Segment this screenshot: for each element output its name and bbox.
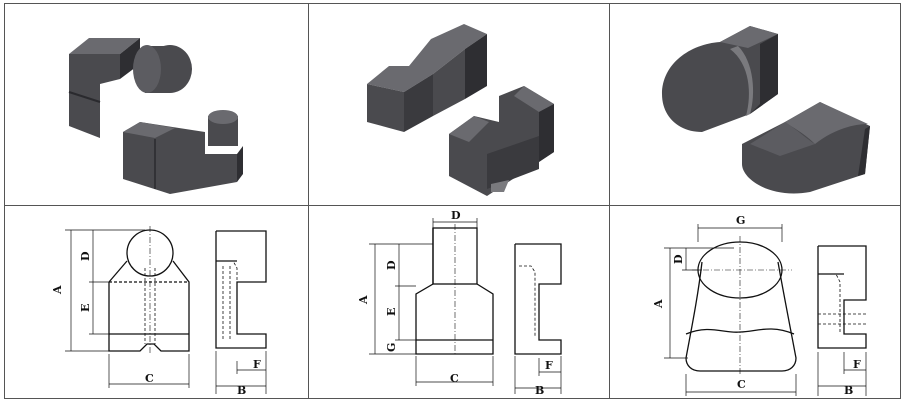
dim-E: E xyxy=(79,304,92,312)
render-core-1 xyxy=(5,4,308,205)
dim-G: G xyxy=(736,214,745,227)
table-border-left xyxy=(4,3,5,399)
dim-D: D xyxy=(79,251,92,261)
core1-front-face xyxy=(69,54,120,138)
dim-A: A xyxy=(51,285,64,295)
render-core-2 xyxy=(309,4,609,205)
dim-F: F xyxy=(853,358,861,371)
table-divider-2 xyxy=(609,3,610,399)
core2-top-face xyxy=(367,24,487,92)
parts-table: A D E C F B xyxy=(4,3,901,399)
dim-B: B xyxy=(535,384,544,397)
core1-top-face xyxy=(69,38,140,54)
core2-front-left xyxy=(367,84,404,132)
dim-A: A xyxy=(357,295,370,305)
core2-side xyxy=(465,34,487,99)
drawing-core-3: G A D C F B xyxy=(610,206,900,398)
dim-F: F xyxy=(545,359,553,372)
dim-C: C xyxy=(737,378,746,391)
dim-C: C xyxy=(145,372,154,385)
dim-B: B xyxy=(844,384,853,397)
table-border-top xyxy=(4,3,901,4)
drawing-core-1: A D E C F B xyxy=(5,206,308,398)
table-divider-row xyxy=(4,205,901,206)
core1-lower-front xyxy=(123,122,237,194)
table-border-right xyxy=(900,3,901,399)
dim-G: G xyxy=(385,343,398,352)
drawing-core-2: D A D E G C F B xyxy=(309,206,609,398)
dim-D: D xyxy=(385,260,398,270)
core1-side-face xyxy=(120,38,140,79)
dim-C: C xyxy=(450,372,459,385)
table-divider-1 xyxy=(308,3,309,399)
dim-D: D xyxy=(672,254,685,264)
dim-D-top: D xyxy=(451,209,461,222)
render-core-3 xyxy=(610,4,900,205)
core2-front-right xyxy=(433,49,465,116)
dim-B: B xyxy=(237,384,246,397)
dim-A: A xyxy=(652,299,665,309)
dim-E: E xyxy=(385,308,398,316)
dim-F: F xyxy=(253,358,261,371)
table-border-bottom xyxy=(4,398,901,399)
